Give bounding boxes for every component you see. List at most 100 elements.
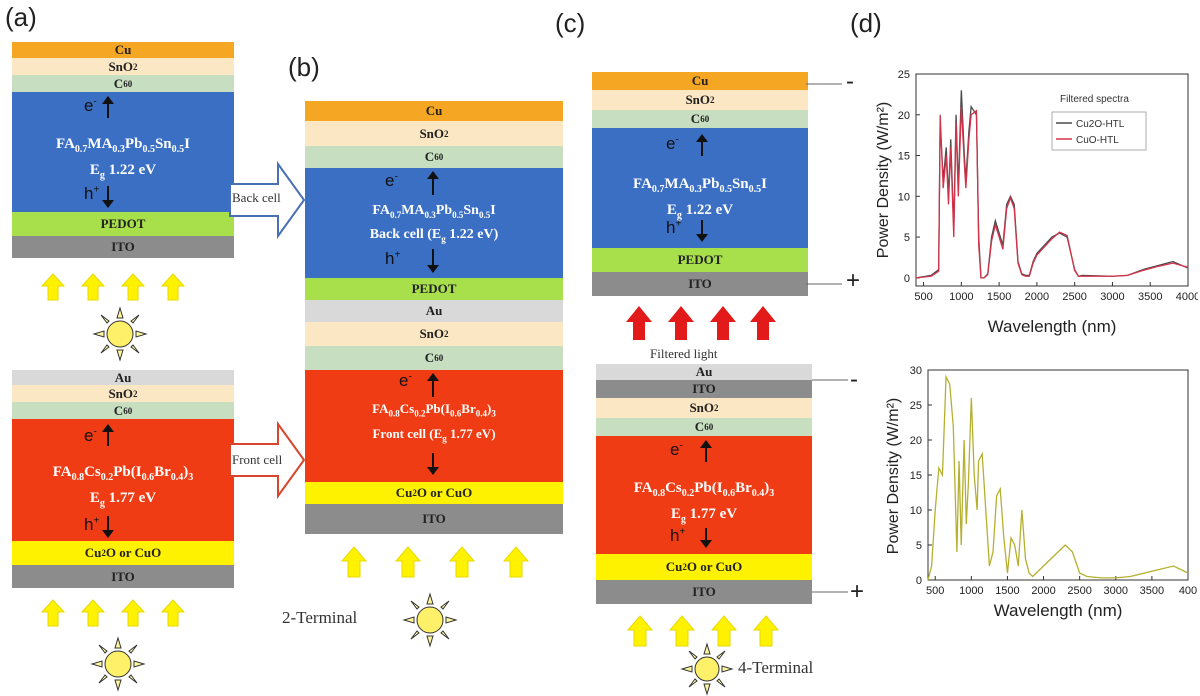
front-cell-arrow	[229, 420, 306, 500]
sunlight-arrows-c	[626, 615, 780, 647]
sunlight-arrows-bottom	[40, 599, 186, 627]
y-tick-label: 20	[898, 110, 910, 122]
sun-icon	[680, 642, 734, 696]
x-tick-label: 3500	[1140, 585, 1164, 597]
carrier-arrows	[427, 373, 439, 475]
ito-layer: ITO	[592, 272, 808, 296]
back-absorber-layer	[592, 128, 808, 248]
back-absorber-layer	[12, 92, 234, 212]
x-tick-label: 3500	[1138, 291, 1162, 303]
x-tick-label: 500	[926, 585, 944, 597]
x-tick-label: 2500	[1062, 291, 1086, 303]
electron-label: e-	[385, 171, 398, 190]
pedot-layer: PEDOT	[592, 248, 808, 272]
sun-icon	[402, 592, 458, 648]
legend-label-cu2o: Cu2O-HTL	[1076, 119, 1125, 130]
front-absorber-formula: FA0.8Cs0.2Pb(I0.6Br0.4)3 Eg 1.77 eV	[633, 480, 775, 525]
x-tick-label: 2000	[1031, 585, 1055, 597]
hole-label: h+	[84, 515, 100, 534]
cu-layer: Cu	[305, 101, 563, 121]
panel-label-a: (a)	[5, 2, 37, 32]
electron-label: e-	[670, 440, 683, 459]
y-tick-label: 15	[910, 470, 922, 482]
four-terminal-label: 4-Terminal	[738, 658, 814, 677]
y-tick-label: 25	[910, 400, 922, 412]
cu-layer: Cu	[12, 42, 234, 58]
sun-icon	[90, 636, 146, 692]
back-cell-arrow	[229, 160, 306, 240]
carrier-arrows	[427, 171, 439, 273]
x-tick-label: 4000	[1176, 291, 1198, 303]
electron-label: e-	[84, 96, 97, 115]
plus-sign: +	[846, 267, 861, 294]
pedot-layer: PEDOT	[12, 212, 234, 236]
y-tick-label: 15	[898, 151, 910, 163]
panel-label-b: (b)	[288, 52, 320, 82]
plus-sign: +	[850, 578, 865, 605]
electron-label: e-	[666, 134, 679, 153]
y-tick-label: 30	[910, 365, 922, 377]
y-tick-label: 10	[910, 505, 922, 517]
front-absorber-layer	[12, 419, 234, 541]
electron-label: e-	[84, 426, 97, 445]
electron-label: e-	[399, 371, 412, 390]
front-absorber-formula: FA0.8Cs0.2Pb(I0.6Br0.4)3 Front cell (Eg …	[372, 401, 496, 444]
au-layer: Au	[12, 370, 234, 385]
ito-layer: ITO	[305, 504, 563, 534]
cu-layer: Cu	[592, 72, 808, 90]
pedot-layer: PEDOT	[305, 278, 563, 300]
legend-title: Filtered spectra	[1060, 94, 1129, 105]
hole-label: h+	[670, 526, 686, 545]
sunlight-arrows-top	[40, 273, 186, 301]
carrier-arrows	[700, 440, 712, 548]
y-axis-label: Power Density (W/m²)	[885, 398, 902, 554]
carrier-arrows	[102, 96, 114, 208]
y-tick-label: 5	[904, 232, 910, 244]
x-tick-label: 500	[914, 291, 932, 303]
au-layer: Au	[305, 300, 563, 322]
x-tick-label: 3000	[1104, 585, 1128, 597]
au-layer: Au	[596, 364, 812, 380]
carrier-arrows	[696, 134, 708, 242]
y-axis-label: Power Density (W/m²)	[875, 102, 892, 258]
ito-layer: ITO	[596, 580, 812, 604]
x-tick-label: 2000	[1025, 291, 1049, 303]
series-line-1	[915, 106, 1189, 279]
x-tick-label: 2500	[1067, 585, 1091, 597]
x-tick-label: 1000	[959, 585, 983, 597]
legend-box	[1051, 111, 1147, 151]
ito-layer: ITO	[12, 236, 234, 258]
x-tick-label: 1500	[995, 585, 1019, 597]
panel-label-c: (c)	[555, 8, 586, 38]
terminal-leads-back	[806, 83, 842, 285]
minus-sign: -	[846, 68, 854, 95]
panel-label-d: (d)	[850, 8, 882, 38]
x-tick-label: 400	[1179, 585, 1197, 597]
plot-frame	[927, 369, 1189, 581]
front-absorber-layer	[596, 436, 812, 554]
front-cell-label: Front cell	[232, 452, 283, 467]
ito-layer: ITO	[12, 565, 234, 588]
hole-label: h+	[385, 249, 401, 268]
sunlight-arrows-b	[340, 546, 530, 578]
filtered-light-arrows	[626, 306, 776, 340]
back-absorber-formula: FA0.7MA0.3Pb0.5Sn0.5I Eg 1.22 eV	[56, 136, 190, 181]
hole-label: h+	[666, 218, 682, 237]
